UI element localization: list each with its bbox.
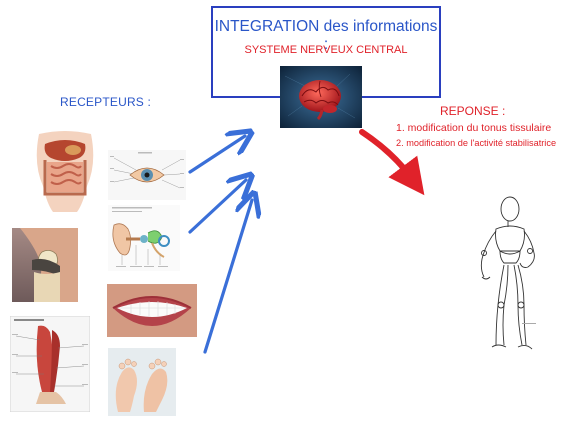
feet-soles-image [108,348,176,416]
integration-title: INTEGRATION des informations : [214,18,438,53]
arrow-feet-to-cns [203,200,252,354]
arrow-eye-to-cns [188,136,245,174]
arrow-ear-to-cns [188,180,246,234]
brain-image [280,66,362,128]
knee-joint-image [12,228,78,302]
ear-anatomy-image [108,205,180,271]
receptors-label: RECEPTEURS : [60,95,152,109]
wooden-mannequin-image [480,196,536,350]
digestive-organs-image [25,130,105,214]
response-title: REPONSE : [440,104,506,118]
response-item-stabilisation: 2. modification de l'activité stabilisat… [396,138,557,148]
eye-anatomy-image [108,150,186,200]
central-nervous-system-label: SYSTEME NERVEUX CENTRAL [244,44,408,56]
leg-muscles-image [10,316,90,412]
response-item-tonus: 1. modification du tonus tissulaire [396,122,552,134]
mouth-smile-image [107,284,197,337]
